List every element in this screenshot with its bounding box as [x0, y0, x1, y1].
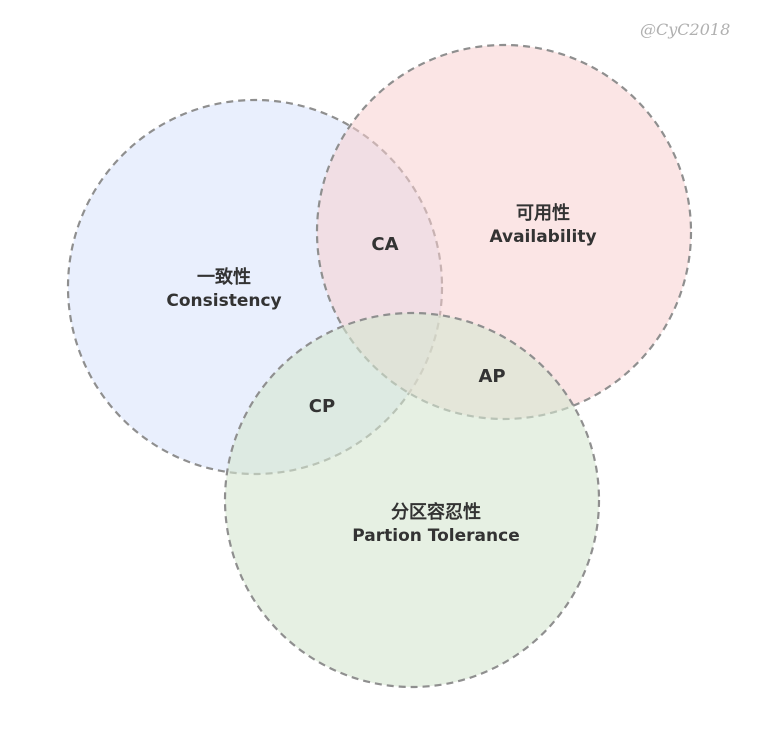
consistency-title: 一致性	[197, 266, 251, 288]
intersection-ap-label: AP	[478, 366, 505, 387]
intersection-cp-label: CP	[309, 396, 335, 417]
partition-tolerance-title: 分区容忍性	[391, 501, 481, 523]
consistency-label-group: 一致性 Consistency	[166, 266, 281, 311]
partition-tolerance-circle	[223, 311, 601, 689]
availability-label-group: 可用性 Availability	[489, 202, 596, 247]
partition-tolerance-label-group: 分区容忍性 Partion Tolerance	[352, 501, 519, 546]
availability-title: 可用性	[516, 202, 570, 224]
set-circles	[66, 43, 693, 689]
watermark-text: @CyC2018	[640, 20, 730, 39]
intersection-ca-label: CA	[371, 234, 398, 255]
availability-subtitle: Availability	[489, 227, 596, 247]
consistency-subtitle: Consistency	[166, 291, 281, 311]
partition-tolerance-subtitle: Partion Tolerance	[352, 526, 519, 546]
